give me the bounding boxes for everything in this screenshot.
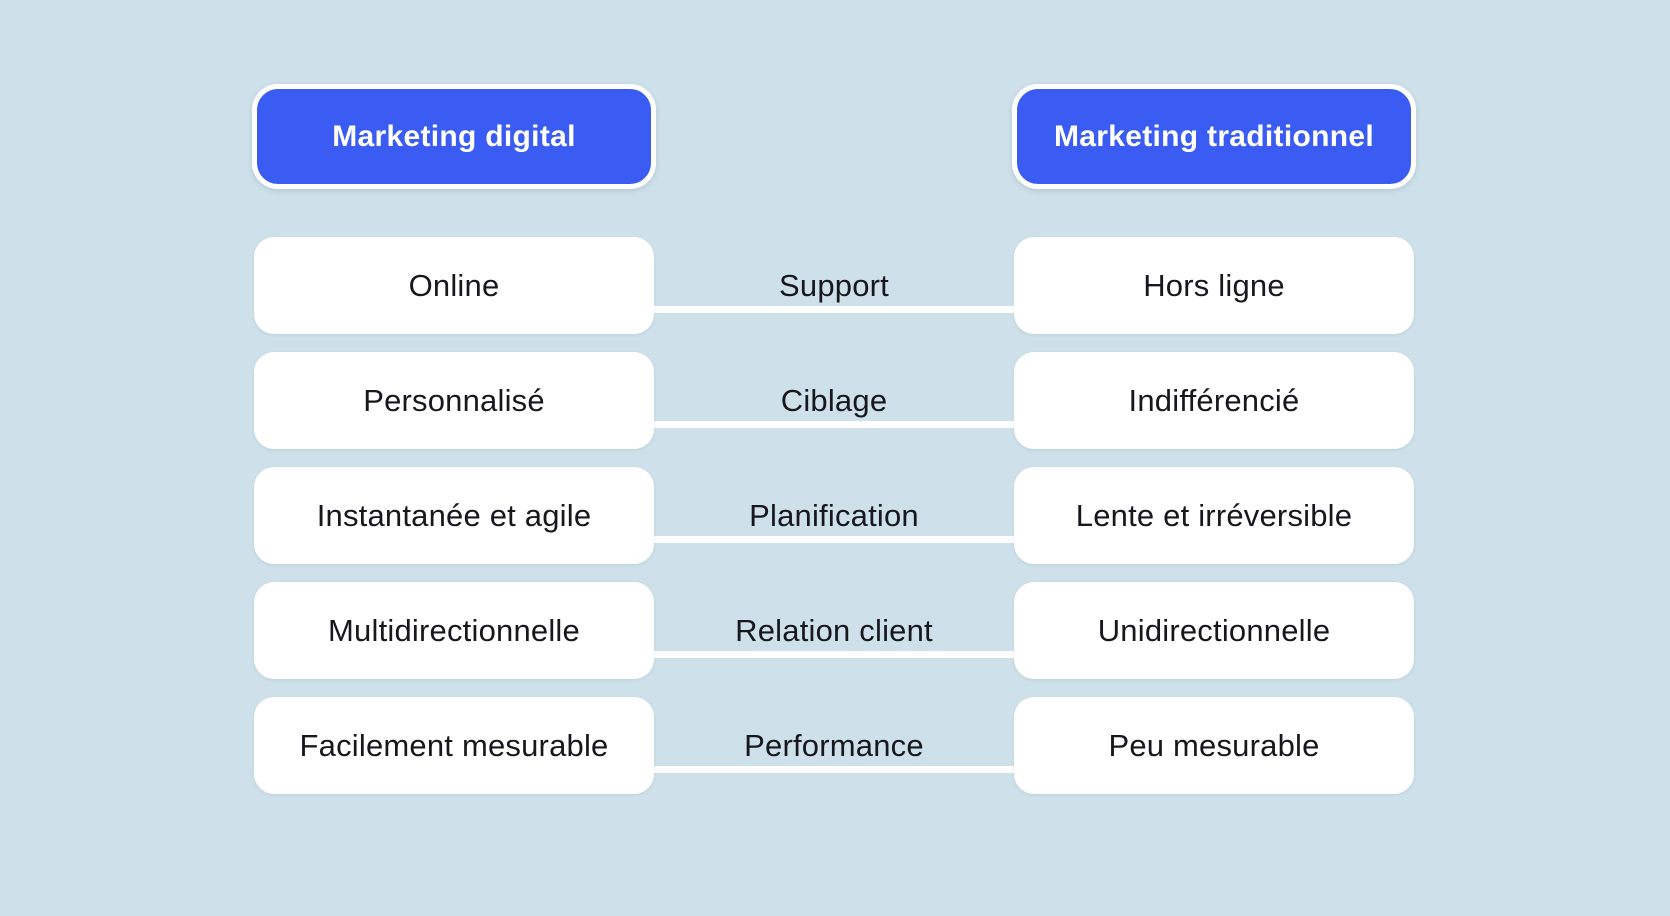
traditional-value-label: Lente et irréversible xyxy=(1075,497,1353,533)
traditional-value-box: Peu mesurable xyxy=(1014,697,1414,794)
connector-line xyxy=(654,536,1014,543)
digital-value-box: Online xyxy=(254,237,654,334)
digital-value-box: Multidirectionnelle xyxy=(254,582,654,679)
connector-line xyxy=(654,766,1014,773)
digital-value-label: Multidirectionnelle xyxy=(328,612,580,648)
traditional-value-box: Hors ligne xyxy=(1014,237,1414,334)
criterion-label: Relation client xyxy=(735,612,933,648)
traditional-value-box: Indifférencié xyxy=(1014,352,1414,449)
comparison-row-performance: Facilement mesurable Performance Peu mes… xyxy=(0,697,1670,794)
column-header-traditional: Marketing traditionnel xyxy=(1012,84,1416,189)
comparison-row-ciblage: Personnalisé Ciblage Indifférencié xyxy=(0,352,1670,449)
digital-value-label: Instantanée et agile xyxy=(316,497,592,533)
criterion-label: Performance xyxy=(744,727,924,763)
digital-value-label: Online xyxy=(408,267,500,303)
traditional-value-label: Hors ligne xyxy=(1143,267,1285,303)
digital-value-box: Facilement mesurable xyxy=(254,697,654,794)
connector-line xyxy=(654,651,1014,658)
traditional-value-box: Unidirectionnelle xyxy=(1014,582,1414,679)
criterion-label: Planification xyxy=(749,497,919,533)
column-header-traditional-label: Marketing traditionnel xyxy=(1054,119,1374,153)
criterion-label: Support xyxy=(779,267,889,303)
connector-line xyxy=(654,421,1014,428)
comparison-row-support: Online Support Hors ligne xyxy=(0,237,1670,334)
comparison-row-planification: Instantanée et agile Planification Lente… xyxy=(0,467,1670,564)
column-header-digital: Marketing digital xyxy=(252,84,656,189)
digital-value-label: Personnalisé xyxy=(363,382,545,418)
traditional-value-label: Unidirectionnelle xyxy=(1097,612,1331,648)
digital-value-label: Facilement mesurable xyxy=(299,727,609,763)
traditional-value-box: Lente et irréversible xyxy=(1014,467,1414,564)
traditional-value-label: Peu mesurable xyxy=(1108,727,1320,763)
connector-line xyxy=(654,306,1014,313)
digital-value-box: Instantanée et agile xyxy=(254,467,654,564)
traditional-value-label: Indifférencié xyxy=(1128,382,1300,418)
digital-value-box: Personnalisé xyxy=(254,352,654,449)
criterion-label: Ciblage xyxy=(780,382,888,418)
column-header-digital-label: Marketing digital xyxy=(332,119,576,153)
comparison-row-relation-client: Multidirectionnelle Relation client Unid… xyxy=(0,582,1670,679)
